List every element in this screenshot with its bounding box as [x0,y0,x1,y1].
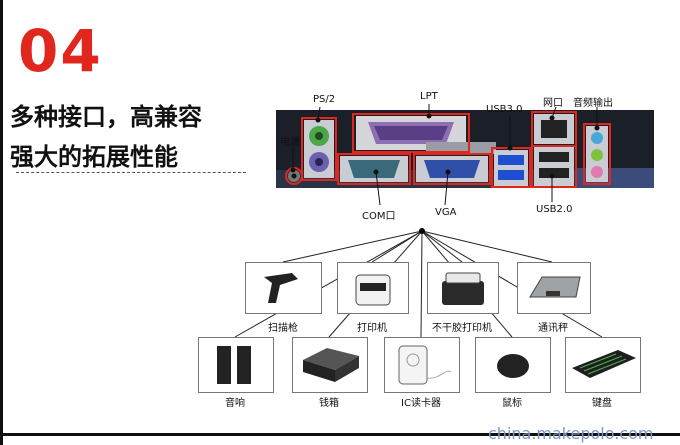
label-printer-icon [442,272,484,305]
device-label-scale: 通讯秤 [538,323,568,334]
cash-drawer-icon [303,348,359,382]
frame-bottom-border [0,433,680,436]
usb3-port-icon [494,150,528,186]
audio-port-icon [586,126,608,182]
device-card-cash-drawer [292,337,368,393]
keyboard-icon [572,350,636,378]
port-label-ps2: PS/2 [313,94,336,105]
ps2-port-icon [304,120,334,178]
device-label-printer: 打印机 [357,323,387,334]
device-label-cash-drawer: 钱箱 [319,398,339,409]
io-panel-illustration [276,110,654,188]
card-reader-icon [398,345,452,385]
com-port-icon [340,156,408,182]
device-label-scanner: 扫描枪 [268,323,298,334]
headline-line-1: 多种接口，高兼容 [10,103,202,131]
receipt-printer-icon [355,274,391,306]
device-card-label-printer [427,262,499,314]
barcode-scanner-icon [264,273,298,303]
vga-port-icon [416,156,488,182]
device-card-scale [517,262,591,314]
port-label-usb2: USB2.0 [536,204,573,215]
port-label-usb3: USB3.0 [486,104,523,115]
port-label-lan: 网口 [543,98,563,109]
port-label-power: 电源 [280,137,300,148]
headline-line-2: 强大的拓展性能 [10,143,178,171]
connection-hub-dot [419,228,425,234]
speaker-icon [217,346,251,384]
section-number: 04 [18,17,103,85]
device-card-keyboard [565,337,641,393]
device-card-scanner [245,262,322,314]
device-label-card-reader: IC读卡器 [401,398,441,409]
device-card-card-reader [384,337,460,393]
mouse-icon [497,354,529,378]
port-label-com: COM口 [362,211,396,222]
device-card-speaker [198,337,274,393]
device-label-keyboard: 键盘 [592,398,612,409]
device-label-mouse: 鼠标 [502,398,522,409]
port-label-audio: 音频输出 [573,98,613,109]
port-label-vga: VGA [435,207,457,218]
frame-left-border [0,0,3,445]
device-card-printer [337,262,409,314]
device-label-speaker: 音响 [225,398,245,409]
device-card-mouse [475,337,551,393]
usb2-port-icon [534,146,574,186]
watermark: china.makepolo.com [488,424,654,443]
headline-underline [16,172,246,173]
power-port-icon [288,170,300,182]
scale-icon [529,276,581,298]
port-label-lpt: LPT [420,91,438,102]
lan-port-icon [534,114,574,144]
device-label-label-printer: 不干胶打印机 [432,323,492,334]
